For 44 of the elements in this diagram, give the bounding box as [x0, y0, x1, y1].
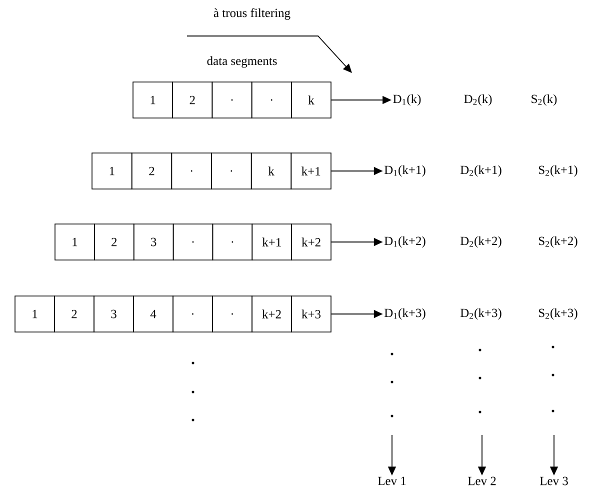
- data-cell: 2: [172, 82, 213, 118]
- level-label: Lev 2: [468, 476, 496, 486]
- data-cell: 2: [54, 296, 94, 332]
- data-cell: 1: [92, 152, 132, 190]
- data-cell: 3: [133, 224, 174, 260]
- data-cell: .: [172, 224, 214, 260]
- coefficient-text: S$_{2}$(k+2): [538, 236, 578, 248]
- data-cell: k+1: [252, 224, 292, 260]
- data-cell: k+1: [290, 152, 332, 190]
- data-cell: .: [212, 296, 252, 332]
- data-cell: k+3: [291, 296, 332, 332]
- data-cell: 1: [132, 82, 173, 118]
- level-label: Lev 3: [540, 476, 568, 486]
- data-cell: 1: [54, 224, 95, 260]
- annotation-text: à trous filtering: [214, 8, 290, 20]
- data-cell: k: [291, 82, 332, 118]
- coefficient-text: D$_{1}$(k): [393, 94, 421, 106]
- data-cell: .: [212, 224, 253, 260]
- coefficient-text: D$_{2}$(k+1): [460, 165, 502, 177]
- leader-arrow: [186, 36, 352, 73]
- coefficient-text: D$_{2}$(k+2): [460, 236, 502, 248]
- coefficient-text: S$_{2}$(k+3): [538, 308, 578, 320]
- coefficient-text: S$_{2}$(k+1): [538, 165, 578, 177]
- coefficient-text: S$_{2}$(k): [532, 94, 557, 106]
- data-cell: .: [251, 82, 292, 118]
- data-cell: 2: [131, 152, 172, 190]
- coefficient-text: D$_{1}$(k+2): [384, 236, 426, 248]
- label-text: data segments: [207, 56, 277, 68]
- coefficient-text: D$_{2}$(k+3): [460, 308, 502, 320]
- data-cell: 2: [94, 224, 134, 260]
- coefficient-text: D$_{2}$(k): [464, 94, 492, 106]
- data-cell: 1: [14, 296, 55, 332]
- data-cell: .: [211, 152, 252, 190]
- data-cell: k: [250, 152, 292, 190]
- data-cell: k+2: [291, 224, 332, 260]
- data-cell: .: [212, 82, 252, 118]
- data-cell: 3: [94, 296, 134, 332]
- data-cell: k+2: [252, 296, 292, 332]
- data-cell: 4: [133, 296, 174, 332]
- level-label: Lev 1: [378, 476, 406, 486]
- coefficient-text: D$_{1}$(k+3): [384, 308, 426, 320]
- data-cell: .: [172, 296, 213, 332]
- data-cell: .: [171, 152, 212, 190]
- coefficient-text: D$_{1}$(k+1): [384, 165, 426, 177]
